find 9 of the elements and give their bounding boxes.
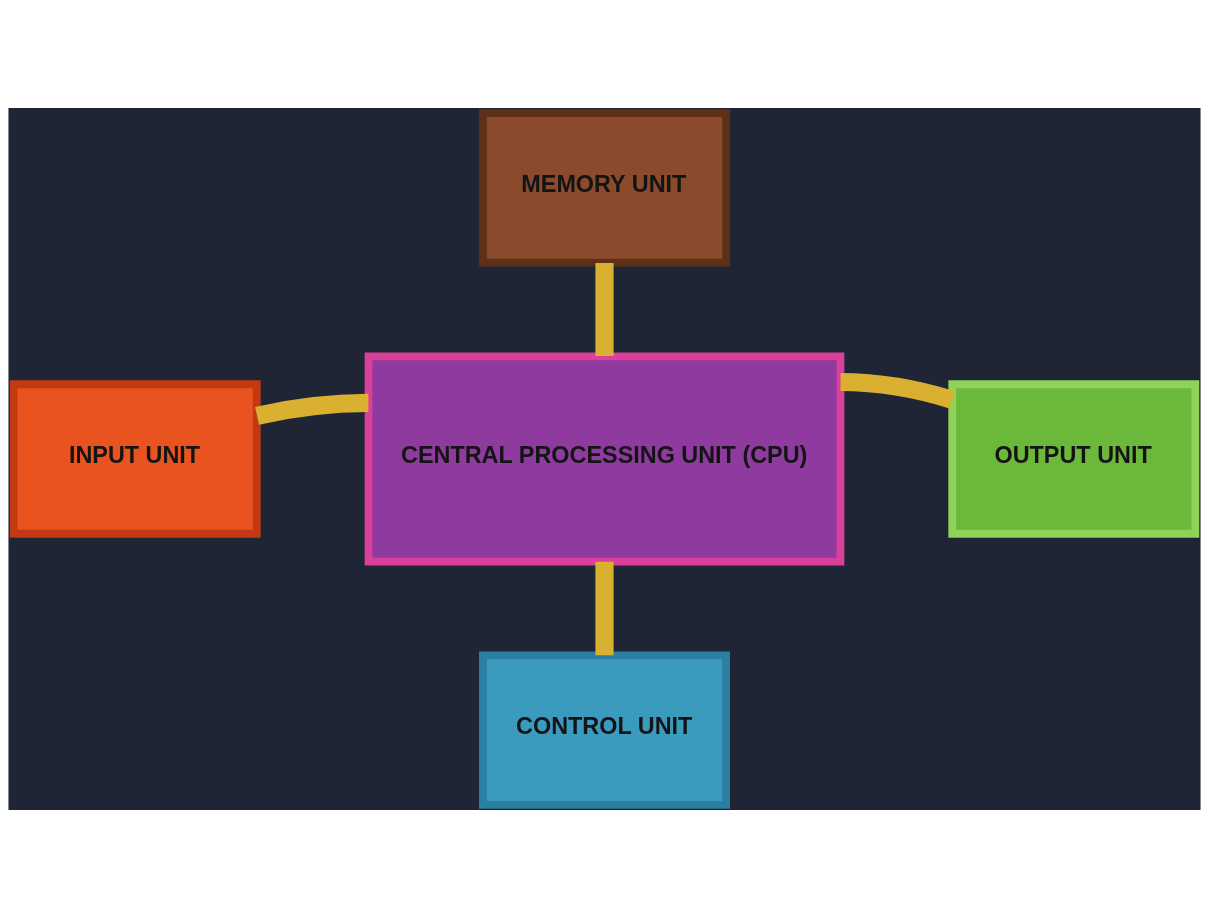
node-box: CENTRAL PROCESSING UNIT (CPU) [364, 352, 845, 566]
connector [840, 372, 955, 409]
node-box: MEMORY UNIT [479, 109, 730, 267]
connector [595, 561, 614, 656]
node-box: INPUT UNIT [9, 380, 261, 538]
connector [255, 393, 369, 425]
connector [595, 262, 614, 356]
node-box: CONTROL UNIT [479, 651, 730, 809]
node-box: OUTPUT UNIT [948, 380, 1200, 538]
